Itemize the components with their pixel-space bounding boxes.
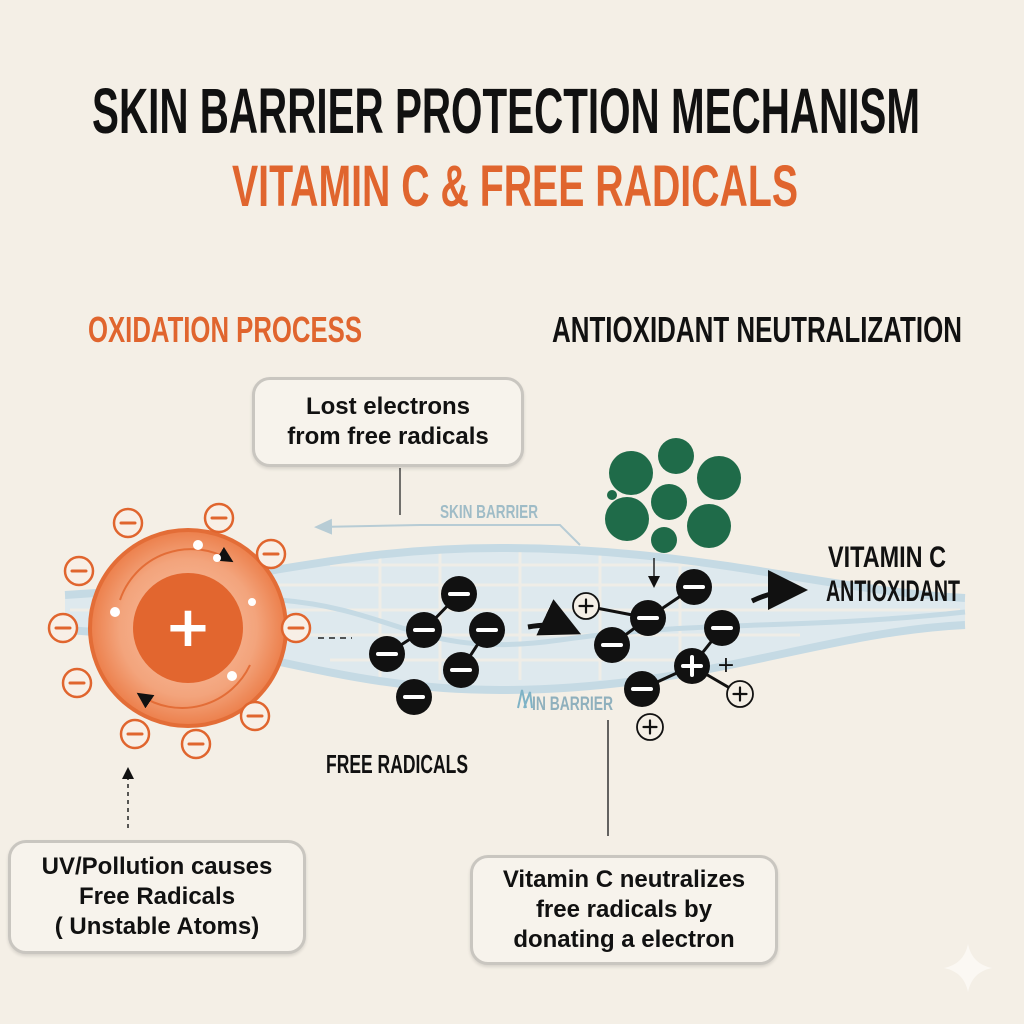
radical-minus-icon — [406, 612, 442, 648]
electron-minus-icon — [239, 700, 271, 732]
electron-minus-icon — [112, 507, 144, 539]
antioxidant-sphere — [605, 497, 649, 541]
radical-minus-icon — [469, 612, 505, 648]
callout-text: from free radicals — [287, 423, 489, 450]
antioxidant-label: ANTIOXIDANT — [826, 575, 960, 608]
antioxidant-sphere — [609, 451, 653, 495]
sparkle-icon — [944, 944, 992, 992]
antioxidant-arrow — [750, 570, 808, 611]
callout-text: Lost electrons — [305, 393, 471, 420]
callout-vitamin-c: Vitamin C neutralizes free radicals by d… — [470, 855, 778, 965]
proton-plus-icon — [636, 713, 664, 741]
electron-minus-icon — [61, 667, 93, 699]
proton-plus-icon — [726, 680, 754, 708]
electron-minus-icon — [180, 728, 212, 760]
free-plus-icon: + — [717, 653, 735, 678]
radical-minus-icon — [369, 636, 405, 672]
electron-group — [47, 502, 312, 760]
antioxidant-sphere — [658, 438, 694, 474]
free-radicals-label: FREE RADICALS — [326, 749, 468, 779]
radical-minus-icon — [396, 679, 432, 715]
electron-minus-icon — [63, 555, 95, 587]
subtitle: VITAMIN C & FREE RADICALS — [232, 154, 798, 219]
antioxidant-sphere — [607, 490, 617, 500]
antioxidant-sphere — [687, 504, 731, 548]
callout-text: Vitamin C neutralizes — [502, 866, 746, 893]
free-radicals-cluster — [369, 569, 754, 741]
electron-minus-icon — [119, 718, 151, 750]
skin-barrier-arrow — [314, 518, 581, 546]
section-title-oxidation: OXIDATION PROCESS — [88, 309, 362, 350]
antioxidant-sphere — [697, 456, 741, 500]
radical-plus-icon — [674, 648, 710, 684]
electron-minus-icon — [280, 612, 312, 644]
electron-minus-icon — [203, 502, 235, 534]
electron-minus-icon — [47, 612, 79, 644]
callout-text: donating a electron — [513, 926, 735, 953]
proton-plus-icon — [572, 592, 600, 620]
radical-minus-icon — [630, 600, 666, 636]
callout-lost-electrons: Lost electrons from free radicals — [252, 377, 524, 467]
vitamin-c-molecule — [605, 438, 741, 553]
antioxidant-sphere — [651, 484, 687, 520]
radical-minus-icon — [594, 627, 630, 663]
nucleus-plus-icon: + — [165, 595, 212, 660]
main-title: SKIN BARRIER PROTECTION MECHANISM — [92, 75, 920, 147]
radical-minus-icon — [704, 610, 740, 646]
callout-text: Free Radicals — [78, 883, 236, 910]
section-title-antioxidant: ANTIOXIDANT NEUTRALIZATION — [552, 309, 962, 350]
barrier-glyph-icon — [517, 689, 533, 709]
antioxidant-sphere — [651, 527, 677, 553]
vitamin-c-label: VITAMIN C — [828, 541, 946, 574]
callout-text: ( Unstable Atoms) — [54, 913, 260, 940]
callout-uv-pollution: UV/Pollution causes Free Radicals ( Unst… — [8, 840, 306, 954]
electron-minus-icon — [255, 538, 287, 570]
callout-text: UV/Pollution causes — [41, 853, 273, 880]
skin-barrier-label: SKIN BARRIER — [440, 502, 538, 522]
radical-minus-icon — [441, 576, 477, 612]
radical-minus-icon — [676, 569, 712, 605]
radical-minus-icon — [443, 652, 479, 688]
radical-minus-icon — [624, 671, 660, 707]
process-arrow — [527, 599, 582, 636]
skin-barrier-label-lower: IN BARRIER — [532, 694, 613, 715]
unstable-atom: + — [88, 528, 288, 728]
callout-text: free radicals by — [535, 896, 713, 923]
